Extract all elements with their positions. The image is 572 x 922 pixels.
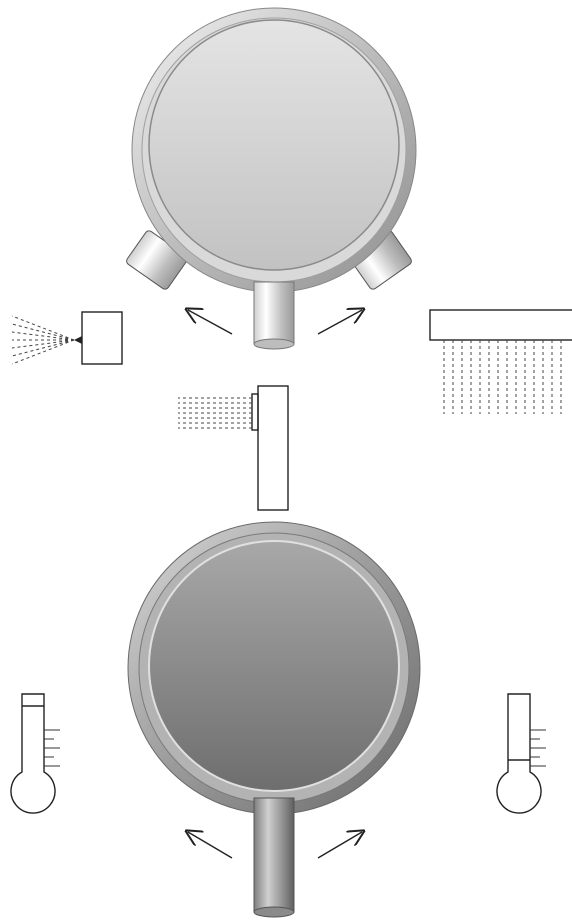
upper-diverter-knob — [126, 7, 417, 350]
upper-arrow-left — [188, 310, 233, 335]
thermometer-cold-icon — [10, 693, 60, 814]
upper-lever — [253, 281, 295, 350]
lower-lever — [253, 797, 295, 918]
spray-nozzle-icon — [11, 311, 123, 365]
upper-arrow-right — [317, 310, 362, 335]
lower-arrow-left — [188, 832, 233, 859]
lower-arrow-right — [317, 832, 362, 859]
lower-thermostatic-knob — [127, 521, 421, 918]
overhead-shower-icon — [429, 309, 572, 414]
hand-shower-icon — [178, 385, 289, 511]
thermometer-hot-icon — [496, 693, 546, 814]
